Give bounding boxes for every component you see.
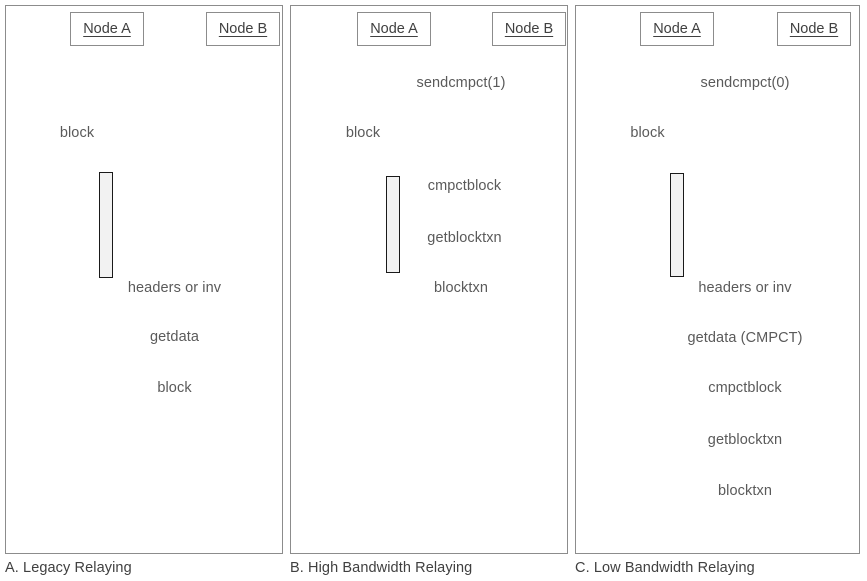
panel-b-actor-node-a-box: Node A bbox=[357, 12, 431, 46]
panel-c-message-label: block bbox=[630, 125, 665, 141]
panel-c-message-label: headers or inv bbox=[698, 280, 792, 296]
actor-label: Node B bbox=[789, 21, 839, 37]
panel-c-actor-node-a-box: Node A bbox=[640, 12, 714, 46]
panel-b-message-label: blocktxn bbox=[434, 280, 488, 296]
actor-label: Node A bbox=[653, 21, 701, 37]
panel-c-caption: C. Low Bandwidth Relaying bbox=[575, 560, 755, 576]
panel-b-message-label: cmpctblock bbox=[427, 178, 502, 194]
actor-label: Node A bbox=[83, 21, 131, 37]
panel-c-frame bbox=[575, 5, 860, 554]
panel-b-message-label: getblocktxn bbox=[427, 230, 502, 246]
panel-a-activation-bar bbox=[99, 172, 113, 278]
actor-label: Node B bbox=[218, 21, 268, 37]
panel-c-message-label: sendcmpct(0) bbox=[700, 75, 790, 91]
panel-a-message-label: headers or inv bbox=[127, 280, 222, 296]
panel-c-activation-bar bbox=[670, 173, 684, 277]
panel-c-message-label: getdata (CMPCT) bbox=[687, 330, 803, 346]
panel-c-message-label: getblocktxn bbox=[707, 432, 783, 448]
panel-b-frame bbox=[290, 5, 568, 554]
panel-a-message-label: block bbox=[59, 125, 95, 141]
actor-label: Node B bbox=[504, 21, 554, 37]
panel-b-message-label: sendcmpct(1) bbox=[416, 75, 506, 91]
panel-b-message-label: block bbox=[345, 125, 381, 141]
panel-c-message-label: blocktxn bbox=[718, 483, 772, 499]
panel-a-message-label: getdata bbox=[149, 329, 200, 345]
panel-b-activation-bar bbox=[386, 176, 400, 273]
actor-label: Node A bbox=[370, 21, 418, 37]
panel-a-actor-node-a-box: Node A bbox=[70, 12, 144, 46]
panel-a-caption: A. Legacy Relaying bbox=[5, 560, 132, 576]
panel-c-message-label: cmpctblock bbox=[708, 380, 782, 396]
panel-a-message-label: block bbox=[157, 380, 192, 396]
panel-a-frame bbox=[5, 5, 283, 554]
panel-b-caption: B. High Bandwidth Relaying bbox=[290, 560, 473, 576]
panel-c-actor-node-b-box: Node B bbox=[777, 12, 851, 46]
panel-a-actor-node-b-box: Node B bbox=[206, 12, 280, 46]
panel-b-actor-node-b-box: Node B bbox=[492, 12, 566, 46]
